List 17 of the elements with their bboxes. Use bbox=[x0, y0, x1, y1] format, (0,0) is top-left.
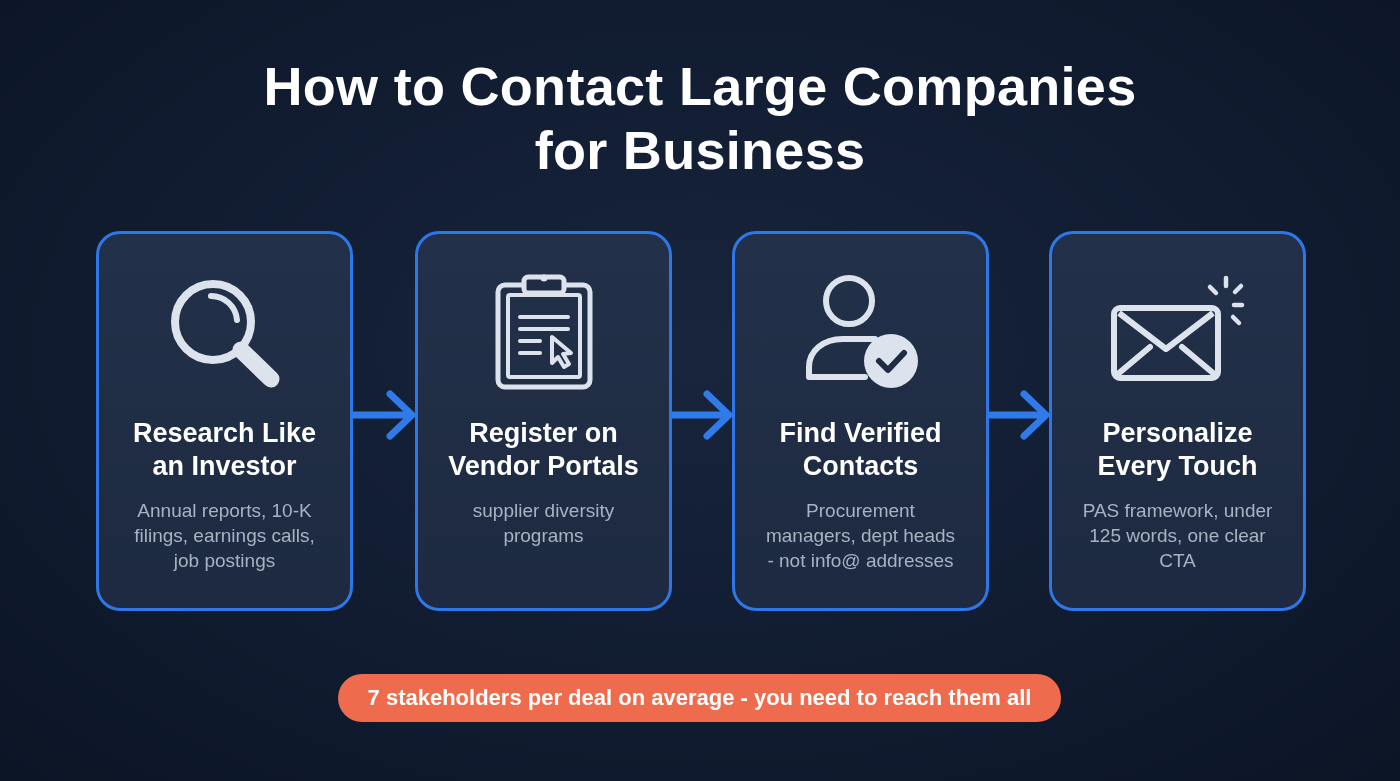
step-description: supplier diversity programs bbox=[471, 499, 616, 548]
step-heading: Register on Vendor Portals bbox=[447, 417, 640, 483]
step-description: Procurement managers, dept heads - not info@ addresses bbox=[764, 499, 957, 573]
arrow bbox=[989, 390, 1050, 440]
title: How to Contact Large Companies for Business bbox=[262, 55, 1138, 182]
step-card bbox=[1049, 231, 1306, 611]
highlight-banner: 7 stakeholders per deal on average - you need to reach them all bbox=[338, 674, 1061, 722]
step-card bbox=[415, 231, 672, 611]
step-heading: Find Verified Contacts bbox=[778, 417, 943, 483]
arrow bbox=[353, 390, 416, 440]
step-heading: Personalize Every Touch bbox=[1096, 417, 1259, 483]
step-description: Annual reports, 10-K filings, earnings calls, job postings bbox=[133, 499, 316, 573]
step-description: PAS framework, under 125 words, one clear CTA bbox=[1081, 499, 1274, 573]
step-card bbox=[96, 231, 353, 611]
arrow bbox=[672, 390, 733, 440]
step-card bbox=[732, 231, 989, 611]
step-heading: Research Like an Investor bbox=[131, 417, 318, 483]
